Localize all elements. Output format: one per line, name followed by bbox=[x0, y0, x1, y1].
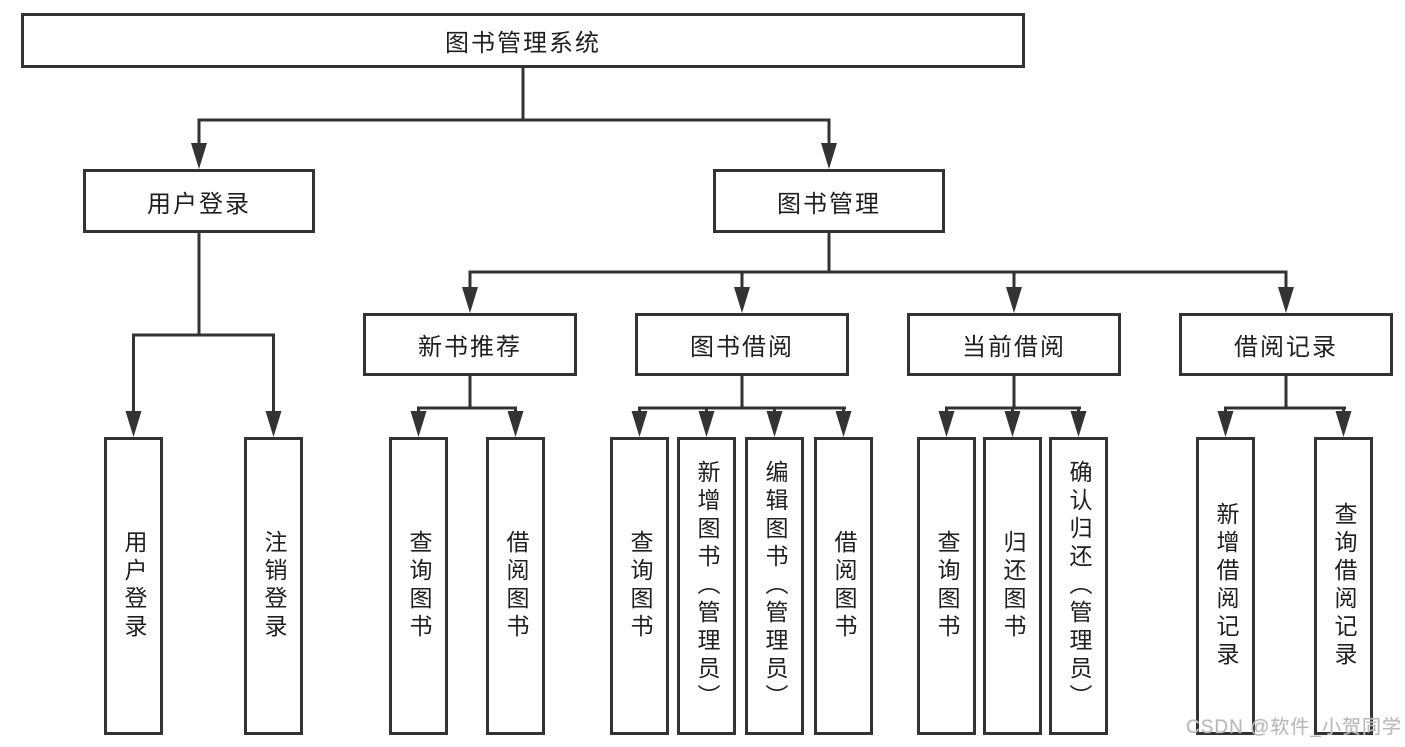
node-leaf-add-books-admin: 新增图书（管理员） bbox=[677, 437, 736, 735]
node-root-library-system: 图书管理系统 bbox=[21, 13, 1025, 68]
node-label: 当前借阅 bbox=[962, 334, 1066, 361]
node-label: 借阅记录 bbox=[1234, 334, 1338, 361]
node-label: 用户登录 bbox=[121, 530, 147, 642]
node-label: 归还图书 bbox=[1000, 530, 1026, 642]
node-label: 注销登录 bbox=[261, 530, 287, 642]
node-label: 确认归还（管理员） bbox=[1066, 460, 1092, 712]
node-leaf-borrow-books-recommend: 借阅图书 bbox=[486, 437, 545, 735]
node-current-borrowing: 当前借阅 bbox=[907, 313, 1121, 376]
node-label: 查询图书 bbox=[406, 530, 432, 642]
node-label: 查询图书 bbox=[934, 530, 960, 642]
node-label: 用户登录 bbox=[147, 190, 251, 218]
node-label: 图书管理系统 bbox=[445, 30, 601, 57]
node-leaf-edit-books-admin: 编辑图书（管理员） bbox=[745, 437, 804, 735]
node-label: 查询图书 bbox=[627, 530, 653, 642]
node-label: 新书推荐 bbox=[418, 334, 522, 361]
node-book-borrowing: 图书借阅 bbox=[635, 313, 849, 376]
node-user-login-branch: 用户登录 bbox=[83, 169, 315, 233]
csdn-watermark: CSDN @软件_小贺同学 bbox=[1186, 717, 1402, 738]
node-book-management-branch: 图书管理 bbox=[713, 169, 945, 233]
node-label: 新增借阅记录 bbox=[1213, 502, 1239, 670]
node-label: 借阅图书 bbox=[503, 530, 529, 642]
node-label: 编辑图书（管理员） bbox=[762, 460, 788, 712]
node-label: 图书借阅 bbox=[690, 334, 794, 361]
node-leaf-logout-login: 注销登录 bbox=[244, 437, 303, 735]
node-leaf-query-books-recommend: 查询图书 bbox=[389, 437, 448, 735]
node-borrowing-records: 借阅记录 bbox=[1179, 313, 1393, 376]
node-label: 借阅图书 bbox=[831, 530, 857, 642]
node-leaf-add-borrow-record: 新增借阅记录 bbox=[1196, 437, 1255, 735]
node-label: 图书管理 bbox=[777, 190, 881, 218]
node-leaf-borrow-books: 借阅图书 bbox=[814, 437, 873, 735]
node-new-book-recommend: 新书推荐 bbox=[363, 313, 577, 376]
node-label: 查询借阅记录 bbox=[1331, 502, 1357, 670]
node-leaf-query-borrow-record: 查询借阅记录 bbox=[1314, 437, 1373, 735]
node-leaf-query-books-current: 查询图书 bbox=[917, 437, 976, 735]
node-label: 新增图书（管理员） bbox=[694, 460, 720, 712]
node-leaf-confirm-return-admin: 确认归还（管理员） bbox=[1049, 437, 1108, 735]
node-leaf-user-login: 用户登录 bbox=[104, 437, 163, 735]
node-leaf-return-books: 归还图书 bbox=[983, 437, 1042, 735]
node-leaf-query-books-borrow: 查询图书 bbox=[610, 437, 669, 735]
